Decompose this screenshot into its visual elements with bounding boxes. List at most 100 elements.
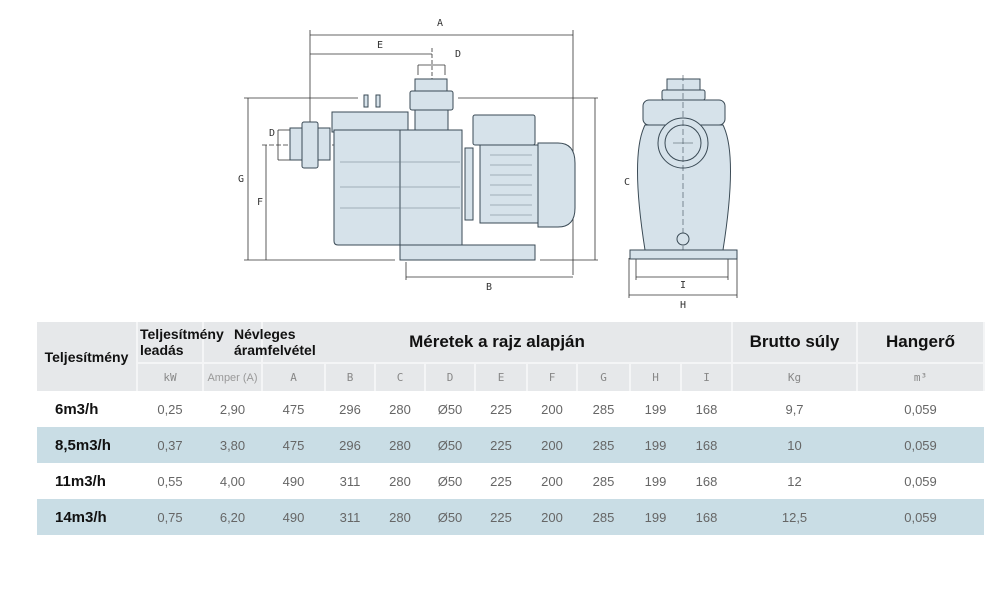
unit-cell: kW — [137, 362, 204, 391]
table-cell: 285 — [577, 427, 630, 463]
table-cell: 225 — [475, 499, 527, 535]
table-cell: 168 — [681, 427, 733, 463]
dim-label-i: I — [680, 280, 686, 291]
table-cell: 199 — [644, 401, 667, 417]
header-power: Teljesítmény — [37, 322, 138, 391]
table-units-row: kW Amper (A) A B C D E F G H I Kg m³ — [37, 362, 986, 391]
unit-cell: A — [262, 362, 326, 391]
table-cell: 0,059 — [904, 401, 937, 417]
table-cell: 475 — [262, 427, 325, 463]
dim-label-c: C — [624, 177, 630, 188]
unit-cell: I — [681, 362, 734, 391]
unit-cell: C — [375, 362, 426, 391]
table-cell: 12 — [787, 473, 802, 489]
table-cell: 280 — [375, 427, 425, 463]
table-cell: 199 — [644, 473, 667, 489]
unit-cell: E — [475, 362, 528, 391]
table-cell: 6,20 — [203, 499, 262, 535]
unit-cell: G — [577, 362, 631, 391]
pump-technical-drawing: A E D D G F C B I H — [238, 18, 738, 311]
table-row: 11m3/h 0,55 4,00 490 311 280 Ø50 225 200 285 199 16… — [37, 463, 984, 499]
table-cell: Ø50 — [437, 401, 463, 417]
header-output-line1: Teljesítmény — [140, 326, 224, 342]
unit-cell: Amper (A) — [203, 362, 263, 391]
unit-cell: m³ — [857, 362, 986, 391]
table-cell: 3,80 — [203, 427, 262, 463]
unit-cell: H — [630, 362, 682, 391]
table-cell: 199 — [630, 499, 681, 535]
table-cell: 311 — [325, 499, 375, 535]
table-cell: 0,37 — [137, 427, 203, 463]
table-cell: 475 — [282, 401, 305, 417]
dim-label-b: B — [486, 282, 492, 293]
table-row: 6m3/h 0,25 2,90 475 296 280 Ø50 225 200 285 199 168… — [37, 391, 984, 427]
pump-front-view — [629, 75, 738, 260]
table-cell: 4,00 — [219, 473, 246, 489]
table-cell: 0,059 — [857, 499, 985, 535]
unit-cell: F — [527, 362, 578, 391]
row-model: 11m3/h — [55, 472, 106, 490]
table-cell: 0,25 — [157, 401, 183, 417]
table-cell: 296 — [339, 401, 361, 417]
table-cell: Ø50 — [425, 427, 475, 463]
table-cell: 296 — [325, 427, 375, 463]
table-cell: 200 — [541, 401, 563, 417]
table-cell: 200 — [527, 499, 577, 535]
table-cell: 168 — [695, 473, 718, 489]
unit-cell: B — [325, 362, 376, 391]
dim-label-f: F — [257, 197, 263, 208]
table-cell: 200 — [541, 473, 563, 489]
unit-cell: D — [425, 362, 476, 391]
pump-side-view — [289, 78, 576, 261]
dim-label-g: G — [238, 174, 244, 185]
table-cell: 280 — [375, 499, 425, 535]
table-cell: 490 — [262, 499, 325, 535]
row-model: 6m3/h — [55, 400, 99, 418]
table-cell: 0,75 — [137, 499, 203, 535]
dim-label-a: A — [437, 18, 443, 29]
table-cell: 0,059 — [904, 473, 937, 489]
dim-label-e: E — [377, 40, 383, 51]
unit-cell: Kg — [732, 362, 859, 391]
header-output-line2: leadás — [140, 342, 184, 358]
header-weight: Brutto súly — [732, 322, 859, 363]
table-cell: 285 — [592, 473, 615, 489]
table-cell: 168 — [681, 499, 733, 535]
table-cell: 280 — [389, 473, 411, 489]
table-cell: 9,7 — [785, 401, 804, 417]
table-cell: 311 — [339, 473, 361, 489]
table-cell: 2,90 — [219, 401, 246, 417]
table-cell: 199 — [630, 427, 681, 463]
table-cell: 490 — [282, 473, 305, 489]
table-cell: 0,55 — [157, 473, 183, 489]
table-cell: 0,059 — [857, 427, 985, 463]
header-current-line1: Névleges — [234, 326, 296, 342]
header-current-line2: áramfelvétel — [234, 342, 316, 358]
row-model: 8,5m3/h — [37, 427, 137, 463]
table-cell: Ø50 — [437, 473, 463, 489]
row-model: 14m3/h — [37, 499, 137, 535]
table-cell: 285 — [592, 401, 615, 417]
table-cell: 200 — [527, 427, 577, 463]
header-volume: Hangerő — [857, 322, 986, 363]
dim-label-d-inlet: D — [269, 128, 275, 139]
header-dimensions: Méretek a rajz alapján — [262, 322, 734, 363]
table-cell: 225 — [490, 473, 512, 489]
table-cell: 10 — [732, 427, 858, 463]
table-cell: 280 — [389, 401, 411, 417]
dim-label-d-outlet: D — [455, 49, 461, 60]
dim-label-h: H — [680, 300, 686, 311]
table-cell: 168 — [695, 401, 718, 417]
table-cell: Ø50 — [425, 499, 475, 535]
dimension-lines — [244, 30, 738, 298]
table-cell: 12,5 — [732, 499, 858, 535]
table-cell: 225 — [475, 427, 527, 463]
table-cell: 225 — [490, 401, 512, 417]
table-cell: 285 — [577, 499, 630, 535]
